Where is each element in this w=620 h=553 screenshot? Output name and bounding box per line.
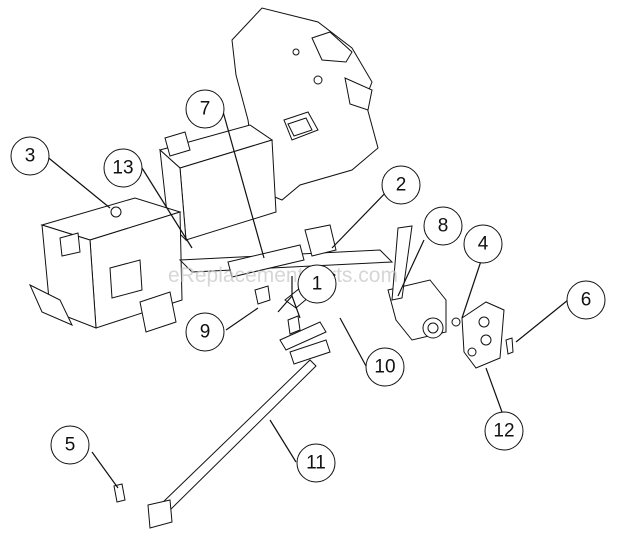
- callout-label: 13: [112, 158, 133, 179]
- leader-12: [485, 367, 503, 413]
- callout-5: 5: [50, 425, 90, 465]
- callout-7: 7: [185, 89, 225, 129]
- callout-label: 10: [374, 357, 395, 378]
- callout-circle: [484, 411, 524, 451]
- leader-2: [331, 185, 393, 249]
- frame-assembly: [28, 7, 514, 529]
- callout-circle: [381, 165, 421, 205]
- callout-label: 3: [25, 146, 36, 167]
- callout-1: 1: [297, 264, 337, 304]
- callout-label: 7: [200, 99, 211, 120]
- callout-label: 8: [438, 216, 449, 237]
- callout-10: 10: [365, 347, 405, 387]
- callout-9: 9: [185, 312, 225, 352]
- callout-circle: [10, 136, 50, 176]
- callout-label: 1: [312, 274, 323, 295]
- leader-9: [225, 307, 259, 331]
- callout-label: 4: [478, 234, 489, 255]
- callout-label: 6: [581, 290, 592, 311]
- callout-circle: [297, 264, 337, 304]
- callout-circle: [185, 89, 225, 129]
- leader-3: [44, 154, 111, 209]
- callout-12: 12: [484, 411, 524, 451]
- callout-label: 9: [200, 322, 211, 343]
- callout-circle: [103, 148, 143, 188]
- leader-4: [461, 257, 483, 319]
- callout-circle: [185, 312, 225, 352]
- leader-13: [141, 167, 193, 249]
- callout-8: 8: [423, 206, 463, 246]
- callout-circle: [423, 206, 463, 246]
- leader-1: [277, 276, 301, 319]
- callout-4: 4: [463, 224, 503, 264]
- leader-7: [221, 107, 265, 259]
- leader-lines: [44, 107, 569, 489]
- callout-3: 3: [10, 136, 50, 176]
- callout-circle: [463, 224, 503, 264]
- leader-10: [339, 317, 367, 367]
- callout-label: 5: [65, 435, 76, 456]
- watermark-text: eReplacementParts.com: [168, 264, 398, 287]
- callout-11: 11: [296, 443, 336, 483]
- callout-circle: [50, 425, 90, 465]
- callout-2: 2: [381, 165, 421, 205]
- leader-6: [515, 299, 569, 343]
- leader-8: [397, 239, 425, 297]
- callout-label: 11: [306, 453, 326, 474]
- callout-label: 2: [396, 175, 407, 196]
- callout-label: 12: [493, 421, 514, 442]
- callout-13: 13: [103, 148, 143, 188]
- callout-circle: [566, 280, 606, 320]
- callout-circle: [365, 347, 405, 387]
- leader-11: [269, 419, 297, 463]
- callout-6: 6: [566, 280, 606, 320]
- callout-circle: [296, 443, 336, 483]
- leader-5: [91, 451, 119, 489]
